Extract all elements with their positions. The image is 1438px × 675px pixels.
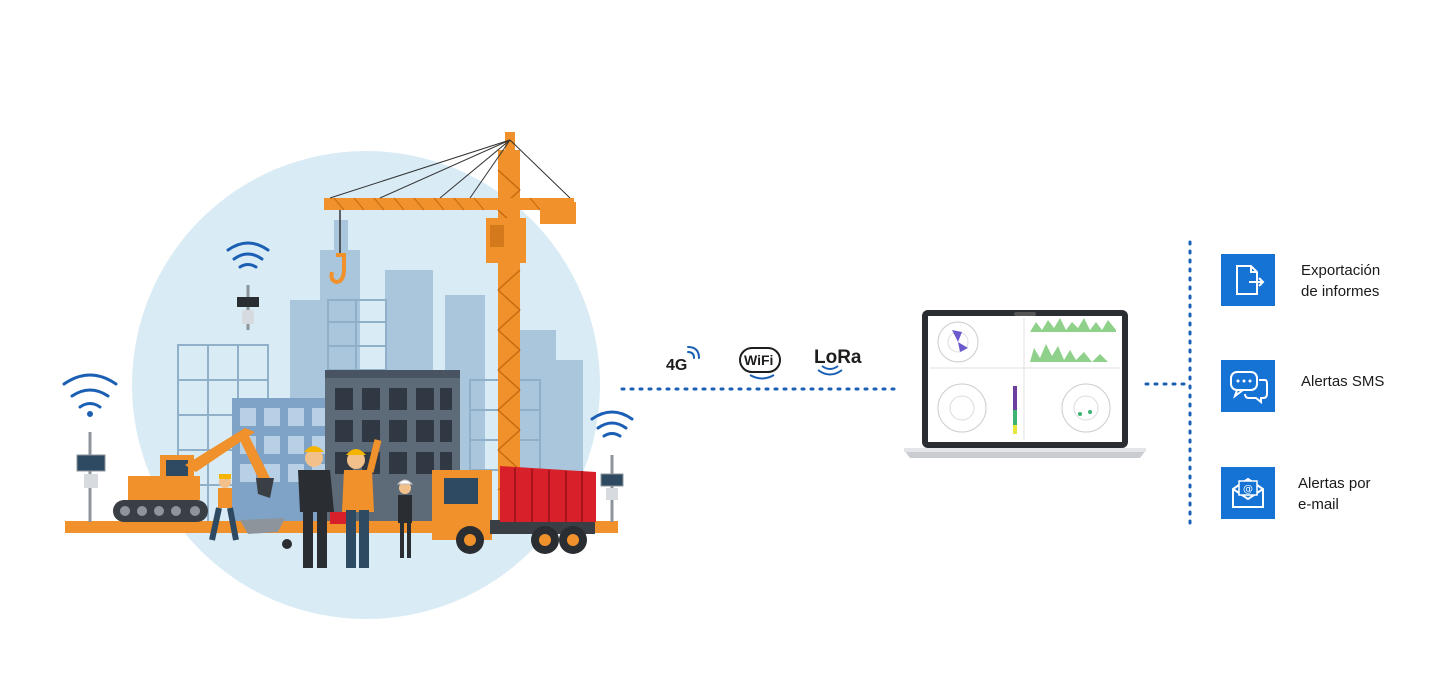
wifi-signal-icons xyxy=(62,241,634,438)
wifi-logo-icon xyxy=(739,347,781,380)
signal-4g-icon xyxy=(687,346,700,359)
sensor-station-left xyxy=(76,432,106,522)
workers xyxy=(209,439,414,568)
connectivity-label-4g: 4G xyxy=(666,357,688,374)
lora-logo-icon xyxy=(817,365,843,376)
sensor-station-center xyxy=(237,285,259,330)
dump-truck xyxy=(432,466,596,554)
output-label-sms: Alertas SMS xyxy=(1301,373,1385,390)
truck-wheels xyxy=(456,526,587,554)
email-icon: @ xyxy=(1221,467,1275,519)
dashboard-panels xyxy=(930,318,1120,440)
laptop xyxy=(904,310,1146,458)
sms-chat-icon xyxy=(1221,360,1275,412)
sensor-station-right xyxy=(600,455,624,522)
tower-crane xyxy=(324,132,576,525)
connectivity-label-wifi: WiFi xyxy=(744,352,774,368)
output-label-export: Exportación de informes xyxy=(1301,262,1381,300)
excavator xyxy=(113,428,274,522)
export-file-icon xyxy=(1221,254,1275,306)
output-label-email: Alertas por e-mail xyxy=(1298,475,1371,513)
svg-text:@: @ xyxy=(1243,484,1253,495)
connectivity-label-lora: LoRa xyxy=(814,347,862,368)
